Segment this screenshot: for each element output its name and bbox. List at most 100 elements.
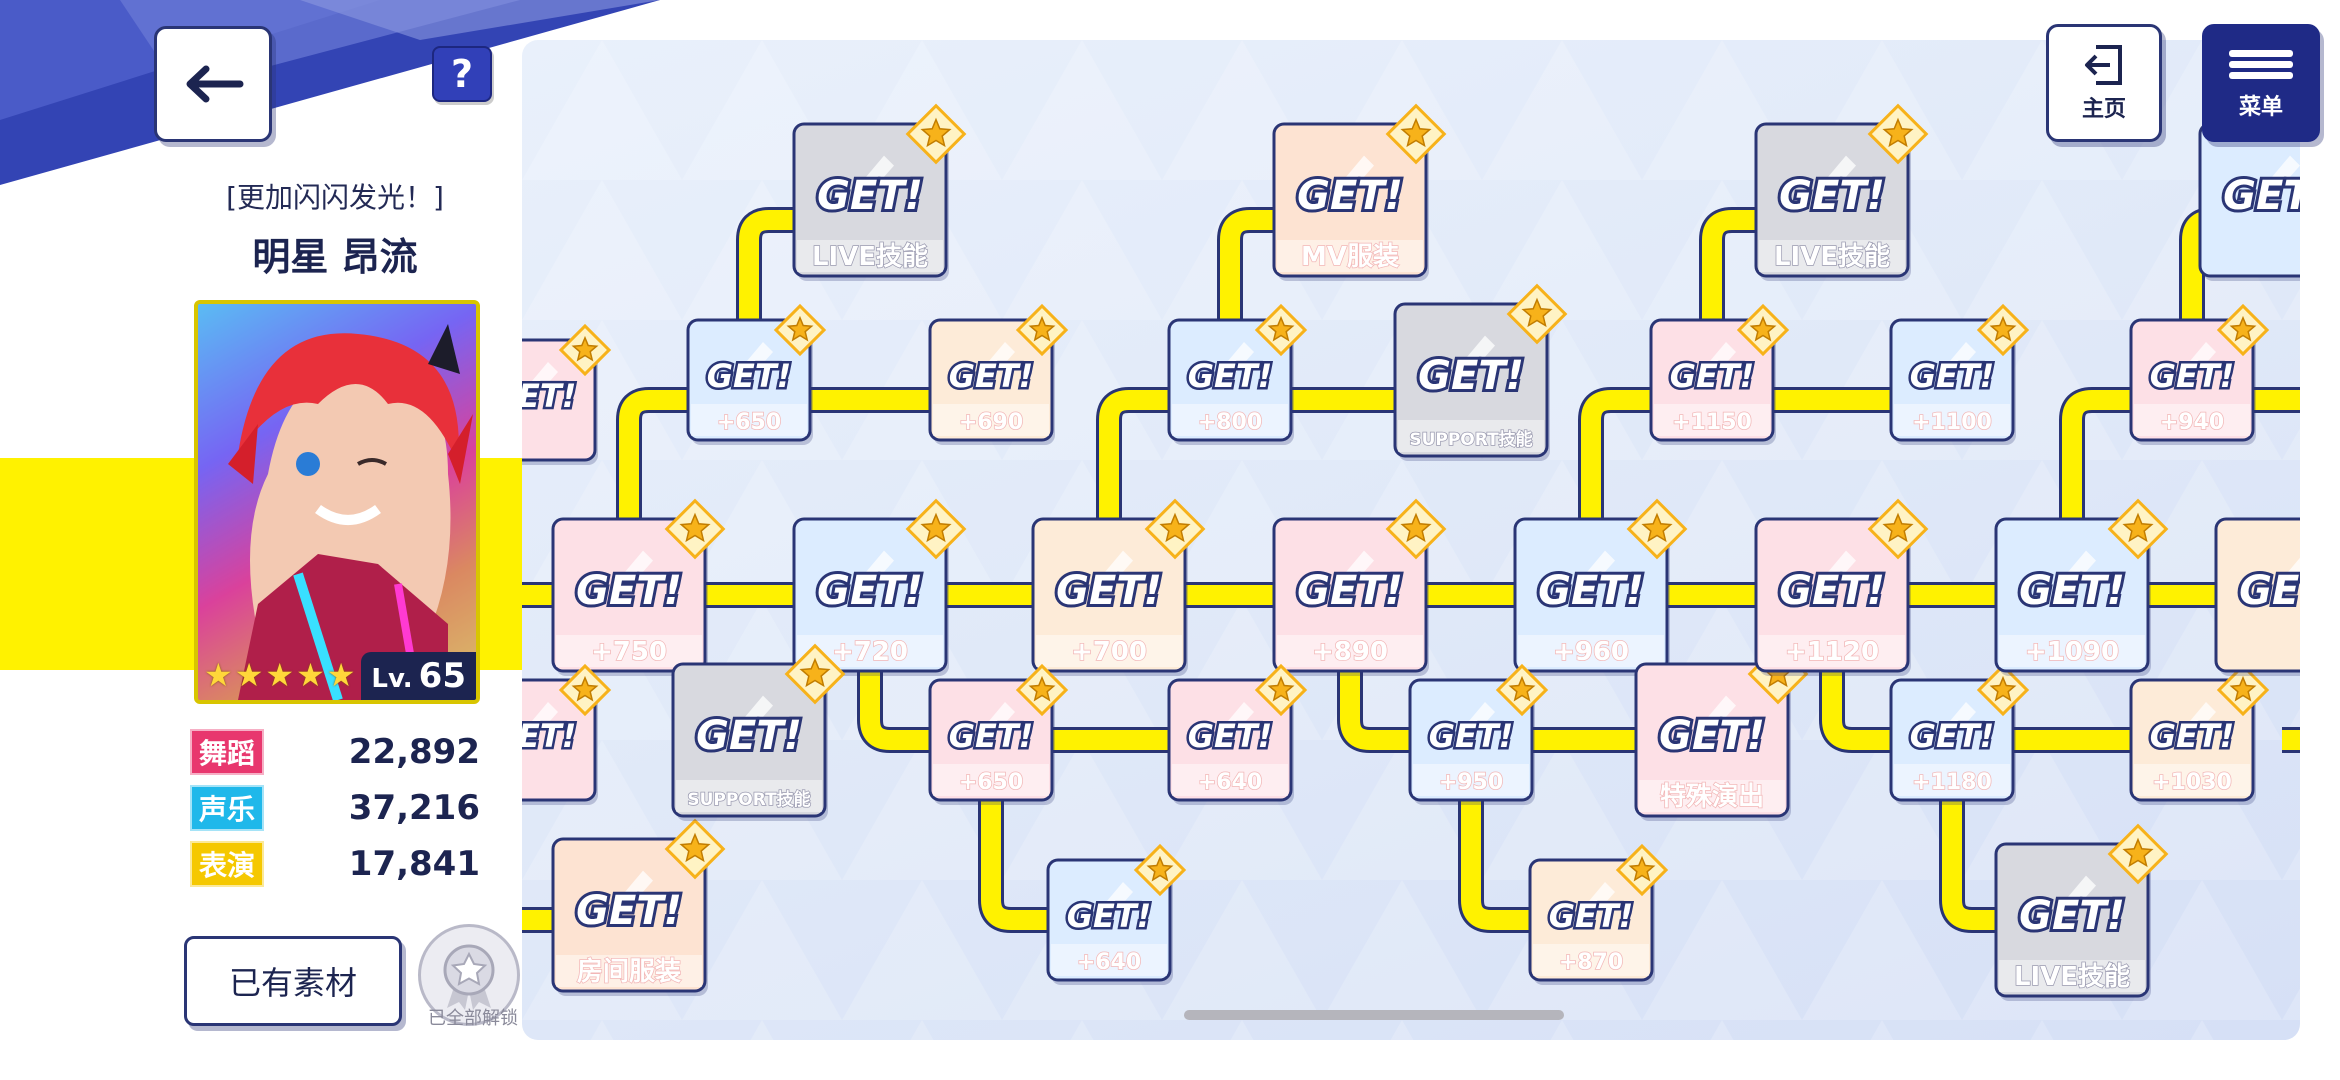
node-value-label: +890: [1312, 637, 1388, 667]
skill-tree-board[interactable]: GET!GET!+750GET!GET!房间服装GET!LIVE技能GET!+6…: [522, 40, 2300, 1040]
rarity-star-icon: ★: [265, 656, 295, 694]
item-icon: [1332, 155, 1374, 202]
skill-node[interactable]: GET!+1030: [2129, 663, 2270, 805]
star-icon: [1159, 512, 1191, 543]
character-card[interactable]: ★★★★★ Lv.65: [194, 300, 480, 704]
get-label: GET!: [1297, 173, 1403, 219]
get-label: GET!: [949, 357, 1034, 395]
skill-node[interactable]: GET!+650: [928, 663, 1069, 805]
item-icon: [2054, 875, 2096, 922]
star-icon: [1267, 675, 1295, 702]
skill-node[interactable]: GET!+1120: [1754, 498, 1929, 676]
connection-path: [1461, 740, 1591, 930]
stat-value: 17,841: [348, 844, 480, 884]
skill-node[interactable]: GET!+640: [1046, 843, 1187, 985]
skill-node[interactable]: GET!+700: [1031, 498, 1206, 676]
get-label: GET!: [1188, 357, 1273, 395]
back-button[interactable]: [154, 26, 272, 142]
node-frame: [928, 318, 1054, 442]
skill-node[interactable]: GET! +950: [1408, 663, 1549, 805]
skill-node[interactable]: GET!+940: [2129, 303, 2270, 445]
item-icon: [1694, 695, 1736, 742]
menu-button[interactable]: 菜单: [2202, 24, 2320, 142]
get-label: GET!: [2150, 717, 2235, 755]
node-value-label: +650: [959, 770, 1023, 795]
skill-node[interactable]: GET!+750: [551, 498, 726, 676]
node-frame: [1393, 302, 1549, 458]
item-icon: [2174, 702, 2216, 748]
get-label: GET!: [817, 173, 923, 219]
node-value-label: +960: [1553, 637, 1629, 667]
skill-node[interactable]: GET! +800: [1167, 303, 1308, 445]
skill-node[interactable]: GET!: [522, 323, 612, 465]
skill-node[interactable]: GET! +720: [792, 498, 967, 676]
skill-node[interactable]: GET!: [2214, 501, 2300, 676]
exit-home-icon: [2085, 45, 2122, 85]
skill-node[interactable]: GET!+650: [686, 303, 827, 445]
star-icon: [1989, 315, 2017, 342]
get-label: GET!: [1429, 717, 1514, 755]
skill-node[interactable]: GET!: [522, 663, 612, 805]
star-icon: [571, 335, 599, 362]
item-icon: [1934, 342, 1976, 388]
connection-path: [1340, 595, 1712, 750]
node-frame: [1634, 662, 1790, 818]
star-icon: [1749, 315, 1777, 342]
node-frame: [928, 678, 1054, 802]
node-value-label: SUPPORT技能: [687, 789, 810, 810]
get-label: GET!: [576, 888, 682, 934]
board-scrollbar[interactable]: [1184, 1010, 1564, 1020]
get-label: GET!: [1910, 717, 1995, 755]
node-value-label: +720: [832, 637, 908, 667]
star-icon: [571, 675, 599, 702]
star-icon: [1028, 675, 1056, 702]
item-icon: [1573, 882, 1615, 928]
character-name: 明星 昂流: [252, 235, 418, 279]
connection-path: [1099, 390, 1471, 595]
skill-node[interactable]: GET!MV服装: [1272, 103, 1447, 281]
node-frame: [2214, 517, 2300, 673]
unlock-all-label: 已全部解锁: [428, 1008, 518, 1029]
skill-node[interactable]: GET!+1100: [1889, 303, 2030, 445]
node-frame: [551, 837, 707, 993]
skill-node[interactable]: GET!LIVE技能: [1994, 823, 2169, 1001]
skill-node[interactable]: GET!: [2198, 106, 2300, 281]
back-arrow-icon: [186, 65, 244, 103]
item-icon: [1332, 550, 1374, 597]
get-label: GET!: [2019, 893, 2125, 939]
stat-value: 22,892: [348, 732, 480, 772]
skill-node[interactable]: GET!+1150: [1649, 303, 1790, 445]
get-label: GET!: [817, 568, 923, 614]
skill-node[interactable]: GET!SUPPORT技能: [671, 643, 846, 821]
level-badge: Lv.65: [361, 652, 476, 700]
star-icon: [1628, 855, 1656, 882]
skill-node[interactable]: GET!+690: [928, 303, 1069, 445]
node-value-label: +800: [1198, 410, 1262, 435]
skill-node[interactable]: GET!+870: [1528, 843, 1669, 985]
node-frame: [1649, 318, 1775, 442]
skill-node[interactable]: GET!+960: [1513, 498, 1688, 676]
skill-node[interactable]: GET!+1180: [1889, 663, 2030, 805]
node-frame: [1272, 517, 1428, 673]
skill-node[interactable]: GET!SUPPORT技能: [1393, 283, 1568, 461]
help-button[interactable]: ?: [432, 46, 492, 102]
rarity-star-icon: ★: [296, 656, 325, 694]
item-icon: [611, 550, 653, 597]
skill-node[interactable]: GET!+1090: [1994, 498, 2169, 676]
skill-node[interactable]: GET!+640: [1167, 663, 1308, 805]
node-value-label: +950: [1439, 770, 1503, 795]
node-frame: [1167, 678, 1293, 802]
skill-node[interactable]: GET!房间服装: [551, 818, 726, 996]
skill-node[interactable]: GET!LIVE技能: [792, 103, 967, 281]
home-button[interactable]: 主页: [2046, 24, 2162, 142]
node-frame: [2129, 678, 2255, 802]
item-icon: [731, 695, 773, 742]
owned-materials-button[interactable]: 已有素材: [184, 936, 402, 1026]
skill-node[interactable]: GET!LIVE技能: [1754, 103, 1929, 281]
node-frame: [1513, 517, 1669, 673]
skill-node[interactable]: GET!特殊演出: [1634, 643, 1809, 821]
character-portrait: [198, 304, 476, 700]
node-value-label: SUPPORT技能: [1409, 429, 1532, 450]
skill-node[interactable]: GET!+890: [1272, 498, 1447, 676]
